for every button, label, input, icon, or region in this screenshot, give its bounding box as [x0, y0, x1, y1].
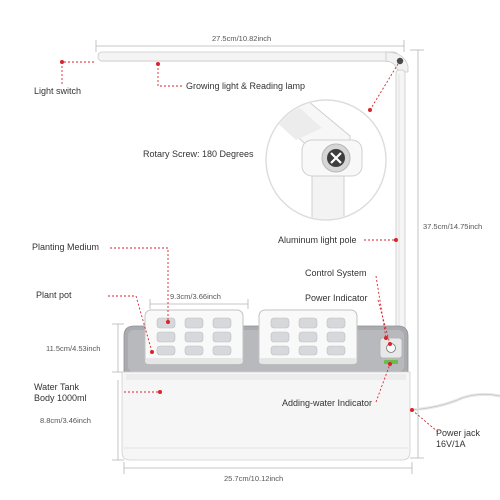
- power-indicator-label: Power Indicator: [305, 293, 368, 303]
- plant-pot-label: Plant pot: [36, 290, 72, 300]
- water-indicator-icon: [384, 360, 398, 364]
- light-switch-label: Light switch: [34, 86, 82, 96]
- planting-medium-label: Planting Medium: [32, 242, 100, 252]
- aluminum-pole-label: Aluminum light pole: [278, 235, 357, 245]
- water-tank-label-line2: Body 1000ml: [34, 393, 87, 403]
- plant-pot-left: [144, 309, 244, 365]
- dimension-lines: [95, 40, 424, 474]
- total-height-dimension: 37.5cm/14.75inch: [423, 222, 483, 231]
- growing-light-label: Growing light & Reading lamp: [186, 81, 306, 91]
- base-height-dimension: 11.5cm/4.53inch: [46, 344, 101, 353]
- power-jack-label-line2: 16V/1A: [436, 439, 466, 449]
- base-width-dimension: 25.7cm/10.12inch: [224, 474, 284, 483]
- power-jack-label-line1: Power jack: [436, 428, 481, 438]
- control-system-label: Control System: [305, 268, 367, 278]
- rotary-screw-inset: [265, 99, 387, 221]
- aluminum-pole: [395, 69, 406, 347]
- rotary-knob-icon: [396, 57, 404, 65]
- water-tank-label-line1: Water Tank: [34, 382, 80, 392]
- lamp-assembly: [97, 51, 409, 347]
- tank-height-dimension: 8.8cm/3.46inch: [40, 416, 91, 425]
- lamp-width-dimension: 27.5cm/10.82inch: [212, 34, 272, 43]
- annotation-dots: [60, 60, 414, 412]
- pot-width-dimension: 9.3cm/3.66inch: [170, 292, 221, 301]
- rotary-screw-label: Rotary Screw: 180 Degrees: [143, 149, 254, 159]
- plant-pot-right: [258, 309, 358, 365]
- adding-water-label: Adding-water Indicator: [282, 398, 373, 408]
